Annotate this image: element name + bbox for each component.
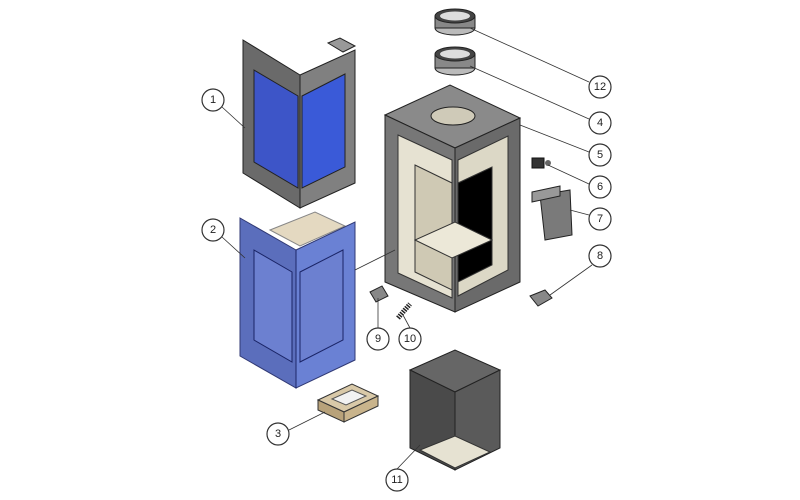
svg-text:5: 5	[597, 149, 603, 161]
part-12-flue-ring	[434, 8, 476, 36]
part-6-latch	[531, 157, 551, 169]
part-4-flue-collar	[434, 46, 476, 76]
svg-text:1: 1	[210, 94, 216, 106]
svg-text:7: 7	[597, 213, 603, 225]
part-8-clip	[529, 289, 553, 307]
svg-text:9: 9	[375, 333, 381, 345]
svg-text:6: 6	[597, 181, 603, 193]
balloon-3: 3	[266, 422, 290, 446]
balloon-7: 7	[588, 207, 612, 231]
balloon-10: 10	[398, 327, 422, 351]
svg-text:2: 2	[210, 224, 216, 236]
balloon-8: 8	[588, 244, 612, 268]
balloon-1: 1	[201, 88, 225, 112]
part-9-hinge	[369, 285, 389, 303]
part-2-glass-panel	[239, 211, 356, 389]
balloon-6: 6	[588, 175, 612, 199]
part-7-bracket-plate	[531, 185, 573, 241]
leader-lines	[221, 27, 593, 470]
balloon-2: 2	[201, 218, 225, 242]
balloon-5: 5	[588, 143, 612, 167]
balloon-12: 12	[588, 75, 612, 99]
balloon-4: 4	[588, 111, 612, 135]
svg-text:4: 4	[597, 117, 603, 129]
svg-text:8: 8	[597, 250, 603, 262]
balloon-11: 11	[385, 468, 409, 492]
part-10-spring	[396, 302, 412, 320]
part-11-liner	[408, 349, 502, 471]
svg-text:10: 10	[404, 333, 416, 345]
svg-text:11: 11	[391, 474, 402, 486]
balloon-9: 9	[366, 327, 390, 351]
part-1-door-frame	[242, 37, 357, 209]
part-5-stove-body	[383, 84, 522, 313]
svg-text:12: 12	[594, 81, 606, 93]
svg-text:3: 3	[275, 428, 281, 440]
part-3-ash-tray	[316, 383, 380, 423]
